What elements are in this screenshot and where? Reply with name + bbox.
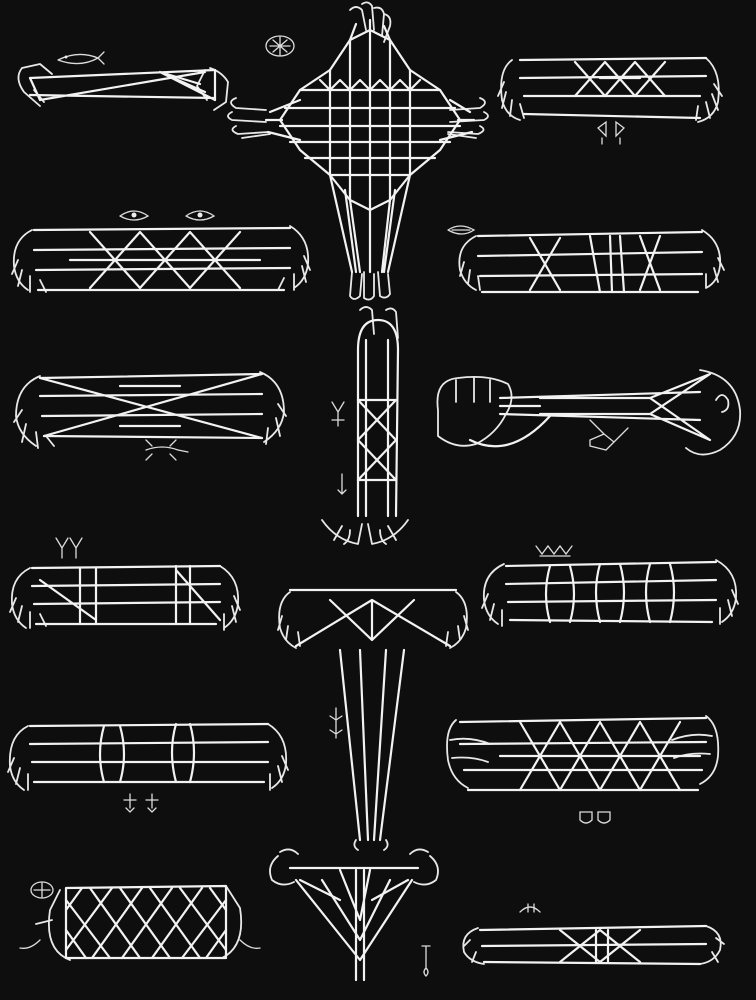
fig-13-string-figure bbox=[446, 715, 720, 824]
fig-10-string-figure bbox=[277, 588, 469, 851]
fig-04-string-figure bbox=[11, 210, 311, 293]
eyes-icon bbox=[119, 210, 216, 221]
fish-icon bbox=[57, 51, 105, 65]
shells-icon bbox=[519, 903, 541, 913]
fig-02-string-figure bbox=[227, 1, 489, 301]
fig-11-string-figure bbox=[481, 544, 739, 627]
lizard-icon bbox=[329, 707, 343, 739]
bird-pair-icon bbox=[597, 120, 625, 145]
sprout-icon bbox=[55, 537, 83, 559]
fig-15-string-figure bbox=[269, 848, 439, 982]
spoon-icon bbox=[421, 945, 431, 977]
fig-16-string-figure bbox=[462, 903, 725, 966]
fig-06-string-figure bbox=[13, 371, 287, 461]
fig-09-string-figure bbox=[9, 537, 241, 631]
figure-icon bbox=[331, 401, 347, 495]
net-mesh bbox=[278, 28, 462, 212]
people-icon bbox=[123, 793, 159, 813]
fig-12-string-figure bbox=[7, 722, 289, 813]
bird-icon bbox=[589, 419, 629, 451]
fig-05-string-figure bbox=[447, 225, 725, 294]
fig-14-string-figure bbox=[19, 881, 261, 961]
turtle-icon bbox=[30, 881, 54, 899]
fig-01-string-figure bbox=[17, 51, 229, 111]
fig-03-string-figure bbox=[497, 56, 723, 145]
leaf-icon bbox=[447, 225, 476, 235]
masks-icon bbox=[579, 811, 611, 824]
fig-08-string-figure bbox=[436, 369, 742, 456]
fig-07-string-figure bbox=[321, 306, 409, 545]
wave-icon bbox=[535, 544, 573, 557]
lizard-icon bbox=[145, 439, 189, 461]
turtle-icon bbox=[265, 35, 295, 57]
